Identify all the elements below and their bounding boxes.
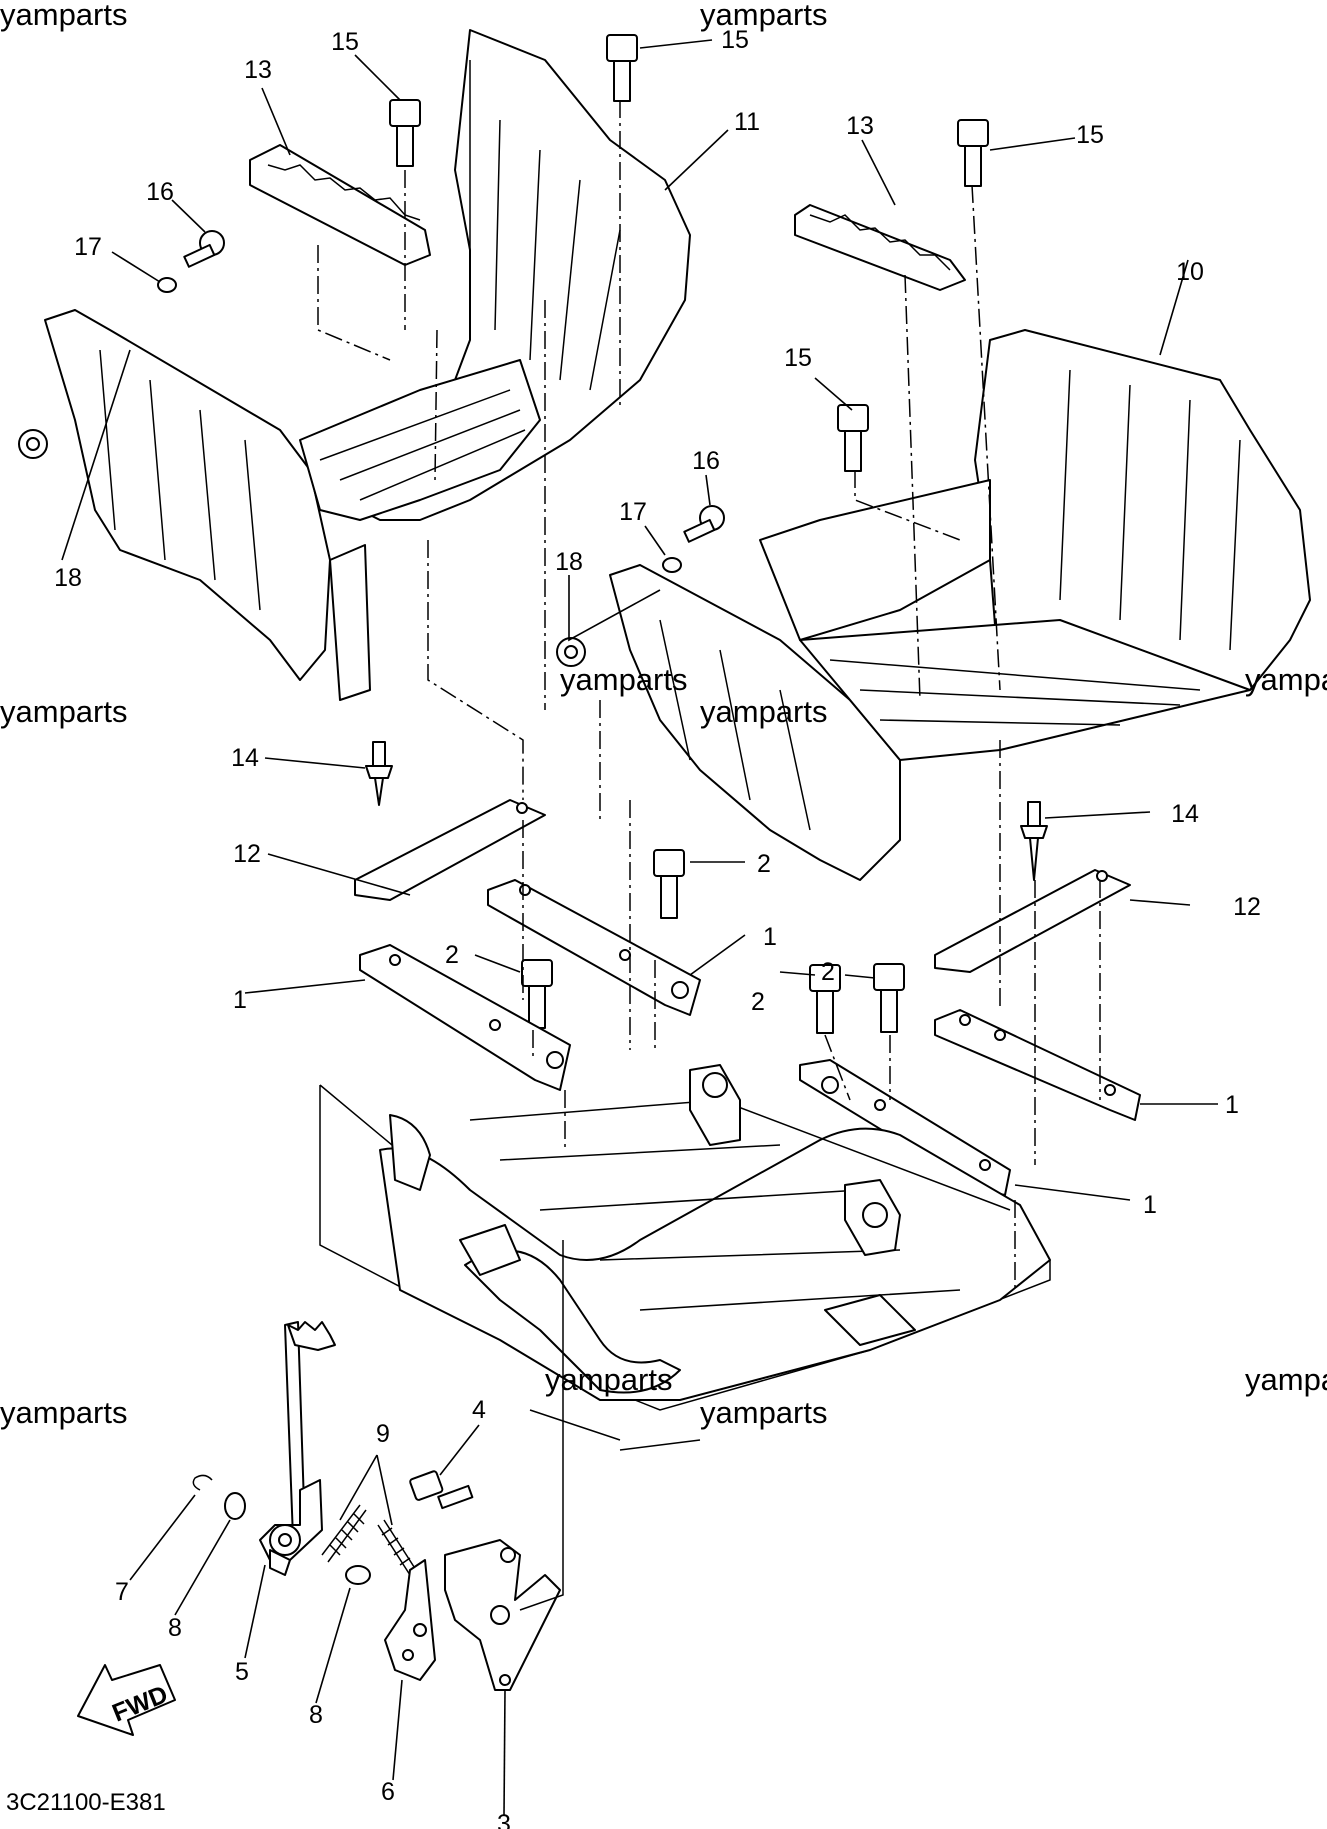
callout-18: 18 — [54, 564, 82, 592]
callout-15: 15 — [1076, 121, 1104, 149]
stay-12-left — [354, 799, 546, 901]
rivet-14a-icon — [365, 741, 393, 806]
callout-2: 2 — [445, 941, 459, 969]
watermarks: yamparts yamparts yamparts yamparts yamp… — [0, 0, 1327, 1430]
spring-9-icon — [321, 1504, 417, 1576]
callout-3: 3 — [497, 1810, 511, 1829]
leader-lines — [61, 39, 1218, 1816]
callout-11: 11 — [734, 108, 760, 136]
callout-15: 15 — [331, 28, 359, 56]
watermark: yamparts — [0, 0, 127, 32]
callout-14: 14 — [1171, 800, 1199, 828]
watermark: yamparts — [700, 1395, 827, 1430]
callout-5: 5 — [235, 1658, 249, 1686]
watermark: yamparts — [0, 694, 127, 729]
callout-1: 1 — [233, 986, 247, 1014]
callout-17: 17 — [619, 498, 647, 526]
watermark: yamparts — [0, 1395, 127, 1430]
callout-7: 7 — [115, 1578, 129, 1606]
left-footrest-mudguard — [44, 29, 691, 701]
callout-18: 18 — [555, 548, 583, 576]
screw-16b-icon — [683, 505, 725, 543]
bracket-1d — [799, 1059, 1011, 1196]
callout-1: 1 — [763, 923, 777, 951]
bolt-15a-icon — [389, 99, 421, 167]
callout-6: 6 — [381, 1778, 395, 1806]
fwd-arrow-icon: FWD — [77, 1664, 176, 1736]
assembly-lines — [317, 100, 1101, 1290]
callout-2: 2 — [751, 988, 765, 1016]
screw-16a-icon — [183, 230, 225, 268]
bolt-15d-icon — [837, 404, 869, 472]
brake-pedal-5 — [259, 1321, 336, 1576]
rivet-14b-icon — [1020, 801, 1048, 881]
bolt-15c-icon — [957, 119, 989, 187]
callout-13: 13 — [846, 112, 874, 140]
washer-17a-icon — [157, 277, 177, 293]
washer-8b-icon — [345, 1565, 371, 1585]
stay-12-right — [934, 869, 1131, 973]
callout-8: 8 — [309, 1701, 323, 1729]
bolt-2b-icon — [521, 959, 553, 1029]
watermark: yamparts — [560, 662, 687, 697]
watermark: yamparts — [1245, 1362, 1327, 1397]
callout-14: 14 — [231, 744, 259, 772]
watermark: yamparts — [545, 1362, 672, 1397]
callout-1: 1 — [1143, 1191, 1157, 1219]
callout-10: 10 — [1176, 258, 1204, 286]
callout-16: 16 — [146, 178, 174, 206]
callout-1: 1 — [1225, 1091, 1239, 1119]
washer-8a-icon — [224, 1492, 246, 1520]
washer-17b-icon — [662, 557, 682, 573]
clip-7-icon — [192, 1474, 213, 1491]
callout-15: 15 — [784, 344, 812, 372]
right-footrest-mudguard — [609, 329, 1311, 881]
callout-12: 12 — [1233, 893, 1261, 921]
callout-17: 17 — [74, 233, 102, 261]
cam-3-icon — [444, 1539, 561, 1691]
bracket-1c — [934, 1009, 1141, 1121]
frame-section — [319, 1064, 1051, 1451]
callout-16: 16 — [692, 447, 720, 475]
callouts: 15 15 13 11 16 17 18 13 15 10 15 16 17 1… — [54, 26, 1261, 1829]
callout-13: 13 — [244, 56, 272, 84]
callout-4: 4 — [472, 1396, 486, 1424]
bolt-2d-icon — [809, 964, 841, 1034]
lever-6-icon — [384, 1559, 436, 1681]
callout-2: 2 — [757, 850, 771, 878]
bracket-1a — [487, 879, 701, 1016]
watermark: yamparts — [700, 0, 827, 32]
bolt-4-icon — [409, 1470, 474, 1510]
nut-18a-icon — [18, 429, 48, 459]
callout-8: 8 — [168, 1614, 182, 1642]
pedal-guide-line — [519, 1240, 564, 1611]
watermark: yamparts — [700, 694, 827, 729]
bolt-15b-icon — [606, 34, 638, 102]
callout-2: 2 — [821, 958, 835, 986]
diagram-code: 3C21100-E381 — [6, 1789, 166, 1816]
bolt-2a-icon — [653, 849, 685, 919]
bracket-1b — [359, 944, 571, 1091]
nut-18b-icon — [556, 637, 586, 667]
left-footpeg — [249, 144, 431, 266]
callout-15: 15 — [721, 26, 749, 54]
callout-9: 9 — [376, 1420, 390, 1448]
right-footpeg — [794, 204, 966, 291]
bolt-2c-icon — [873, 963, 905, 1033]
watermark: yamparts — [1245, 662, 1327, 697]
callout-12: 12 — [233, 840, 261, 868]
